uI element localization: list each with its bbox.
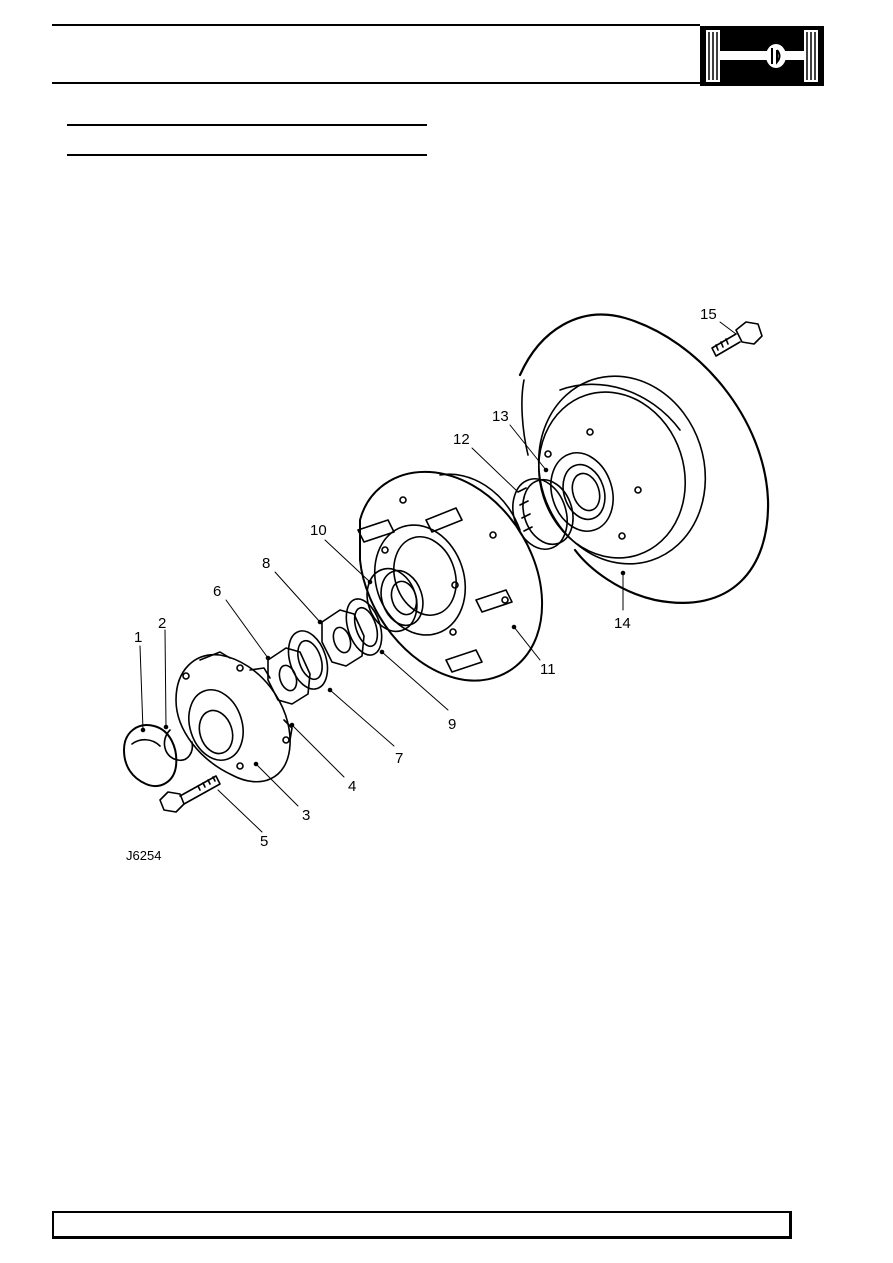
disc-bolt: [711, 321, 763, 357]
inner-bearing: [512, 478, 574, 550]
brake-disc: [518, 313, 770, 604]
wheel-hub: [357, 470, 544, 682]
title-rule-upper: [67, 124, 427, 126]
inner-bearing-race: [543, 452, 614, 532]
hub-cap: [123, 724, 178, 787]
callout-6: 6: [213, 583, 221, 600]
drive-flange: [175, 651, 295, 783]
callout-4: 4: [348, 778, 356, 795]
thrust-washer: [345, 598, 385, 656]
callout-2: 2: [158, 615, 166, 632]
callout-5: 5: [260, 833, 268, 850]
title-rule-lower: [67, 154, 427, 156]
callout-14: 14: [614, 615, 631, 632]
figure-reference: J6254: [126, 848, 161, 863]
callout-15: 15: [700, 306, 717, 323]
circlip: [163, 724, 194, 762]
callout-8: 8: [262, 555, 270, 572]
footer-box: [52, 1211, 792, 1239]
wheel-studs: [357, 507, 513, 673]
callout-9: 9: [448, 716, 456, 733]
axle-icon: [700, 26, 824, 86]
callout-11: 11: [540, 661, 556, 678]
callout-3: 3: [302, 807, 310, 824]
callout-12: 12: [453, 431, 470, 448]
lock-washer: [287, 630, 333, 693]
outer-bearing: [366, 567, 424, 633]
callout-7: 7: [395, 750, 403, 767]
callout-leaders: [139, 321, 737, 833]
flange-bolt: [159, 775, 221, 813]
callout-1: 1: [134, 629, 142, 646]
header-rule-top: [52, 24, 700, 26]
callout-13: 13: [492, 408, 509, 425]
callout-10: 10: [310, 522, 327, 539]
header-rule-bottom: [52, 82, 700, 84]
